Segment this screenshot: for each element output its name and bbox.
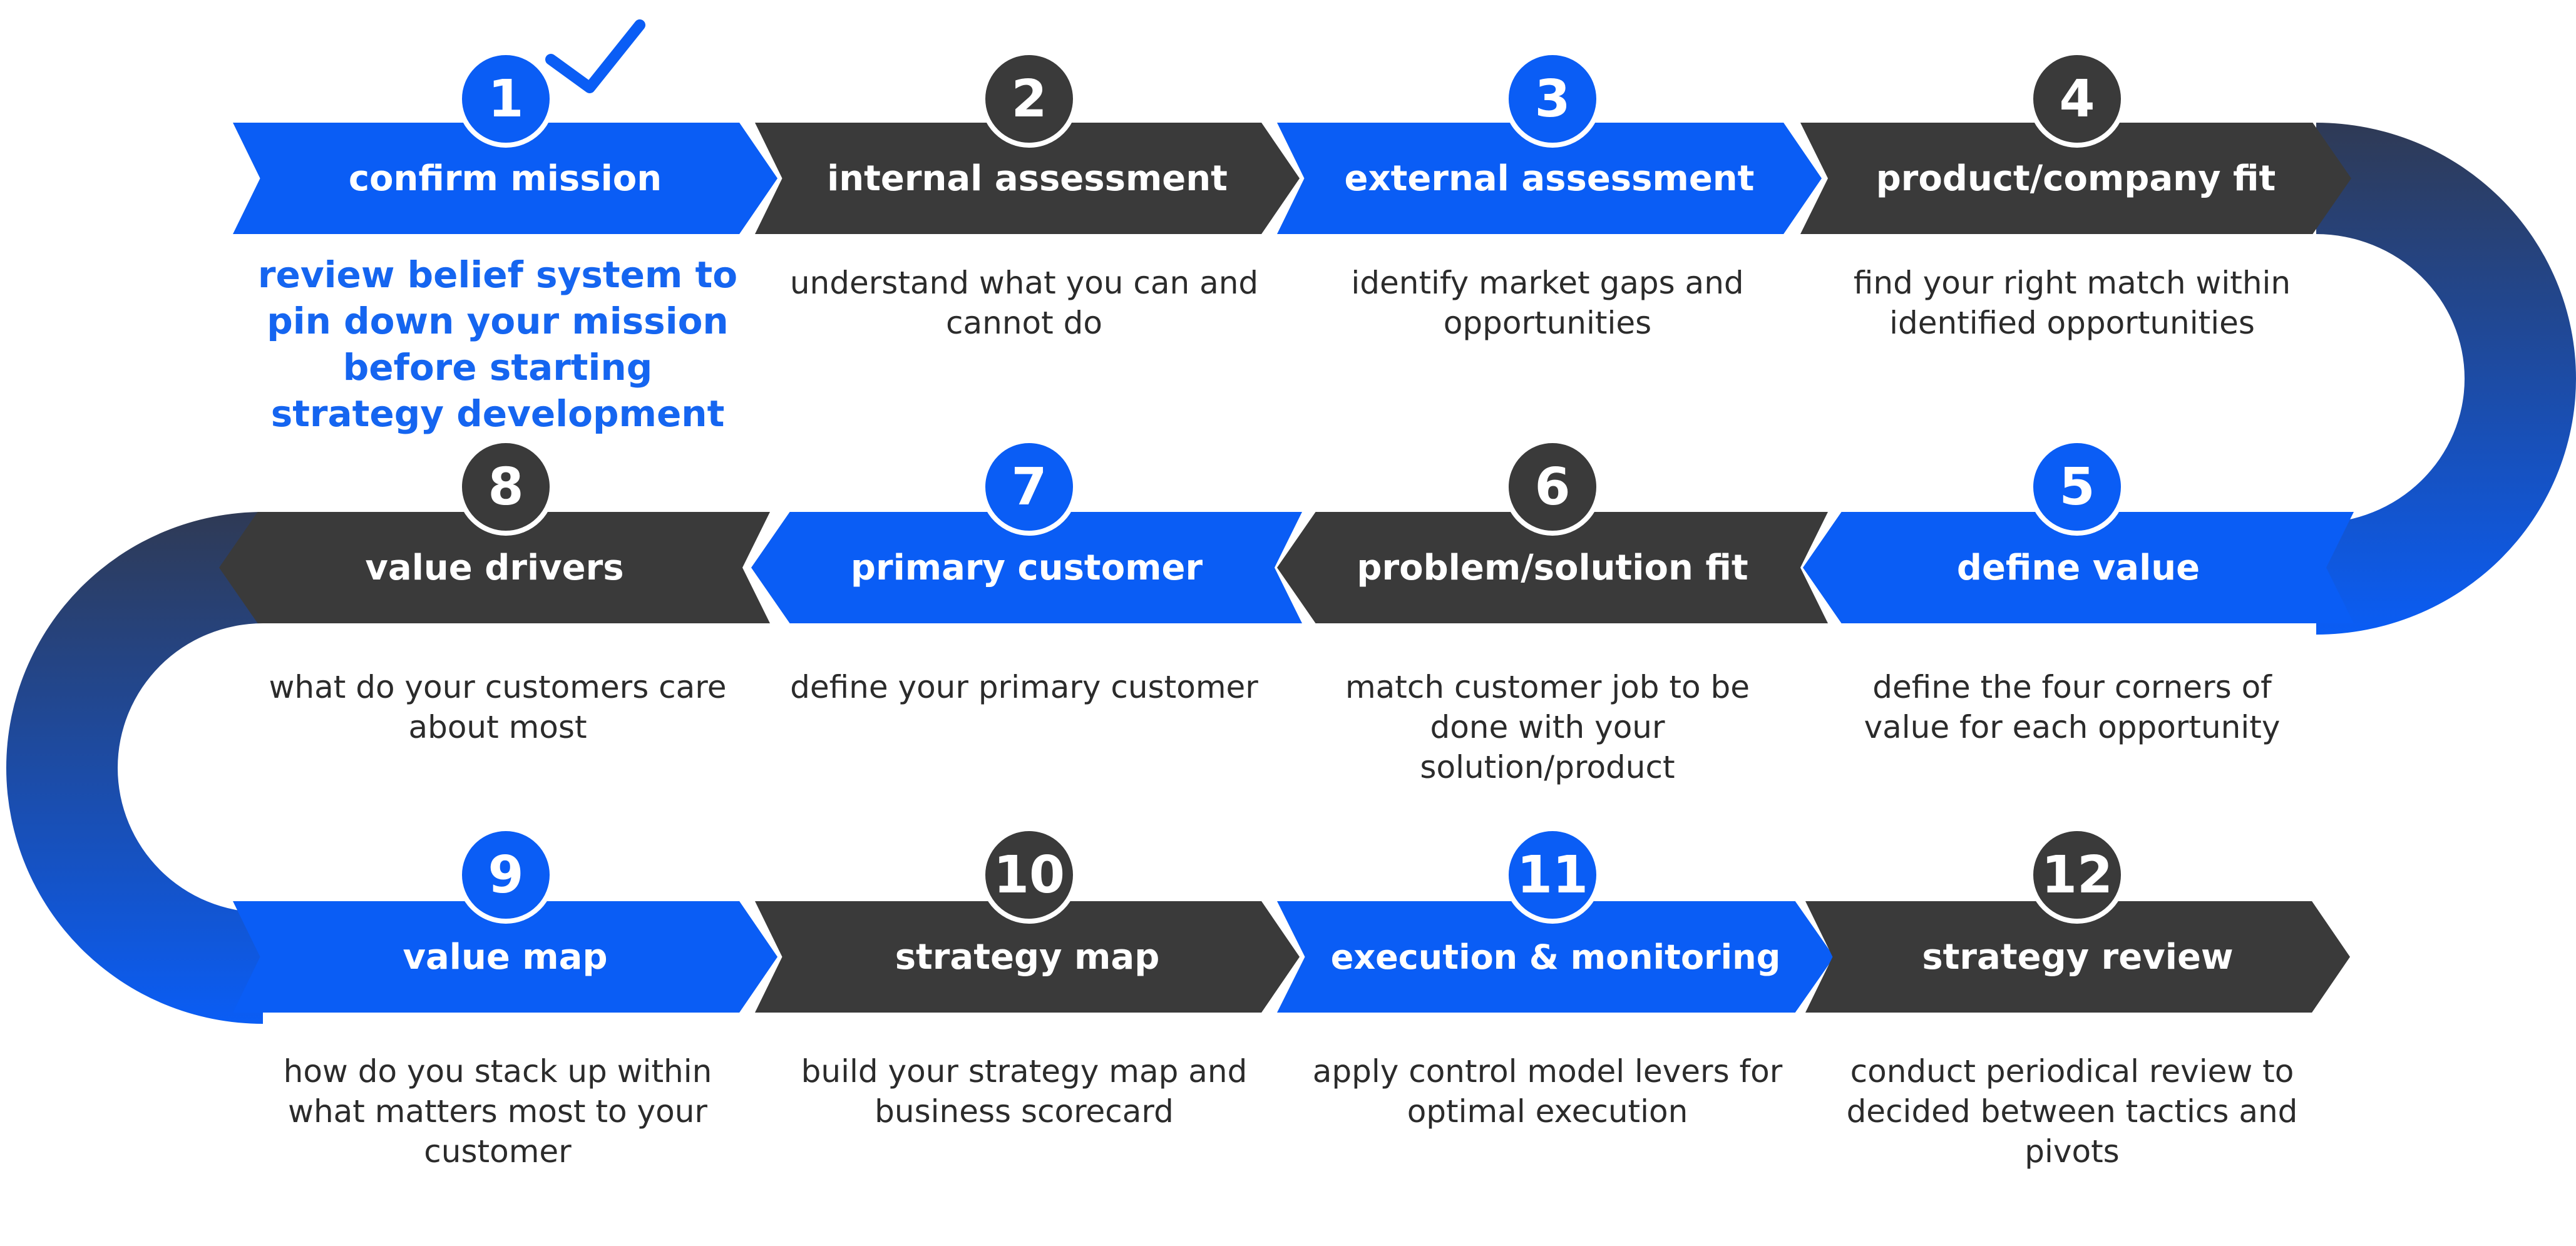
step-number-badge: 11 bbox=[1504, 826, 1601, 924]
step-description: understand what you can and cannot do bbox=[789, 265, 1259, 341]
step-number-badge: 10 bbox=[980, 826, 1078, 924]
step-number-badge: 8 bbox=[457, 438, 555, 536]
step-number-badge: 7 bbox=[980, 438, 1078, 536]
checkmark-icon bbox=[545, 19, 645, 93]
step-description: match customer job to be done with your … bbox=[1345, 669, 1750, 785]
step-title-banner: confirm mission bbox=[233, 123, 777, 234]
step-title-banner: strategy map bbox=[755, 901, 1300, 1013]
step-number-badge: 6 bbox=[1504, 438, 1601, 536]
step-description: define your primary customer bbox=[790, 669, 1258, 705]
step-number-badge: 4 bbox=[2028, 50, 2126, 148]
step-title-banner: value map bbox=[233, 901, 777, 1013]
step-number-badge: 9 bbox=[457, 826, 555, 924]
step-description: find your right match within identified … bbox=[1853, 265, 2291, 341]
step-title-banner: primary customer bbox=[751, 512, 1302, 623]
step-title-banner: internal assessment bbox=[755, 123, 1300, 234]
step-description: conduct periodical review to decided bet… bbox=[1846, 1053, 2298, 1170]
step-description: how do you stack up within what matters … bbox=[283, 1053, 712, 1170]
step-number-badge: 5 bbox=[2028, 438, 2126, 536]
right-connector bbox=[2316, 123, 2576, 635]
step-number-badge: 3 bbox=[1504, 50, 1601, 148]
step-description: review belief system to pin down your mi… bbox=[257, 253, 738, 435]
left-connector bbox=[6, 512, 263, 1024]
step-description: define the four corners of value for eac… bbox=[1864, 669, 2281, 745]
step-description: build your strategy map and business sco… bbox=[801, 1053, 1248, 1130]
step-number-badge: 12 bbox=[2028, 826, 2126, 924]
step-number-badge: 1 bbox=[457, 50, 555, 148]
step-description: identify market gaps and opportunities bbox=[1351, 265, 1744, 341]
step-description: what do your customers care about most bbox=[269, 669, 727, 745]
step-description: apply control model levers for optimal e… bbox=[1312, 1053, 1783, 1130]
step-number-badge: 2 bbox=[980, 50, 1078, 148]
